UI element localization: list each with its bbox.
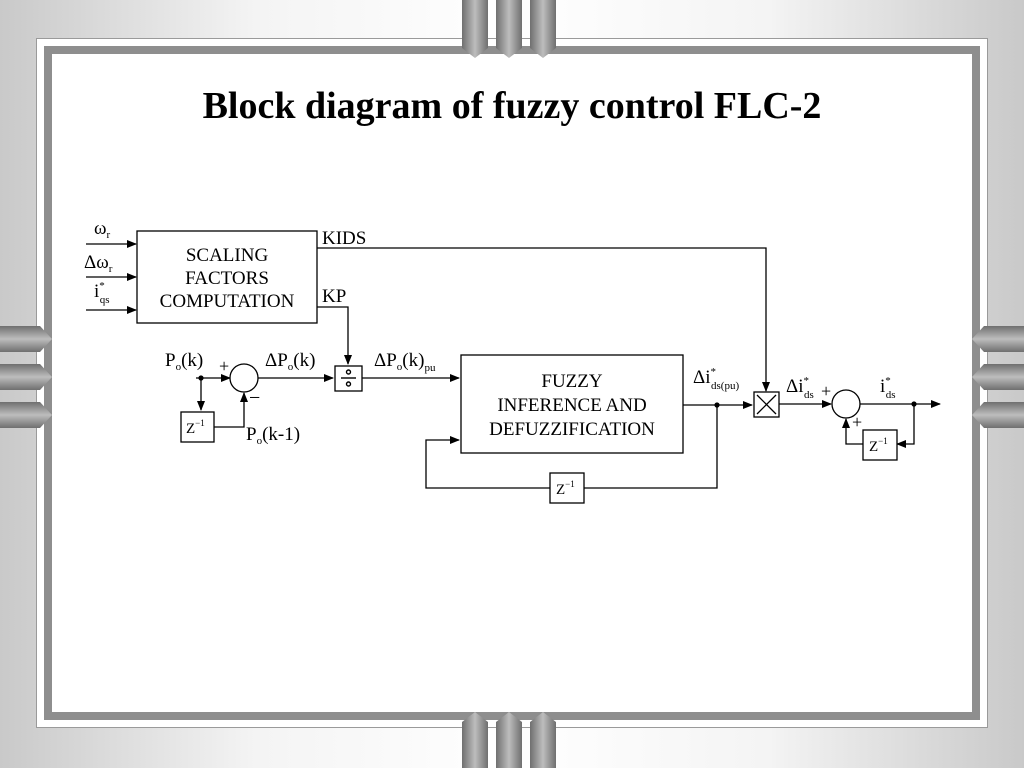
- omega-r-label: ωr: [94, 218, 111, 241]
- delta-po-k-label: ΔPo(k): [265, 350, 315, 373]
- multiplier-x-2: [756, 394, 777, 415]
- delta-ids-pu-label: Δi*ds(pu): [693, 366, 739, 392]
- scaling-line-3: COMPUTATION: [160, 291, 295, 312]
- scaling-line-1: SCALING: [186, 245, 269, 266]
- sum2-plus-sign-bottom: +: [852, 412, 862, 432]
- po-feedback-arrow: [214, 392, 248, 428]
- delay-label-po: Z−1: [186, 418, 205, 437]
- delta-po-k-pu-label: ΔPo(k)pu: [374, 350, 436, 374]
- po-k-minus-1-label: Po(k-1): [246, 424, 300, 447]
- kp-signal-line: [317, 306, 352, 365]
- kids-label: KIDS: [322, 228, 366, 249]
- slide-title: Block diagram of fuzzy control FLC-2: [202, 85, 822, 127]
- kp-label: KP: [322, 286, 346, 307]
- scaling-factors-block: [136, 230, 318, 324]
- junction-dot-po: [198, 375, 204, 381]
- ids-feedback-arrow: [842, 418, 863, 445]
- fuzzy-feedback-line: [584, 405, 718, 489]
- ids-output-label: i*ds: [880, 375, 896, 401]
- iqs-label: i*qs: [94, 280, 110, 306]
- junction-dot-ids: [911, 401, 917, 407]
- fuzzy-feedback-return: [425, 436, 550, 489]
- junction-dot-fuzzy: [714, 402, 720, 408]
- fuzzy-block: [460, 354, 684, 454]
- ids-branch-arrow: [896, 404, 915, 448]
- delay-block-fuzzy: [549, 472, 585, 504]
- delta-omega-r-label: Δωr: [84, 252, 113, 275]
- sum1-minus-sign: −: [249, 387, 260, 409]
- po-k-label: Po(k): [165, 350, 203, 373]
- delay-label-fuzzy: Z−1: [556, 479, 575, 498]
- fuzzy-line-2: INFERENCE AND: [497, 395, 646, 416]
- fuzzy-line-1: FUZZY: [541, 371, 603, 392]
- fuzzy-line-3: DEFUZZIFICATION: [489, 419, 655, 440]
- kids-signal-line: [317, 247, 770, 392]
- delay-block-po: [180, 411, 215, 443]
- scaling-line-2: FACTORS: [185, 268, 269, 289]
- sum1-plus-sign: +: [219, 356, 229, 376]
- divide-icon: [341, 369, 356, 387]
- delta-ids-label: Δi*ds: [786, 375, 814, 401]
- sum2-plus-sign-left: +: [821, 381, 831, 401]
- delay-block-output: [862, 429, 898, 461]
- delay-label-output: Z−1: [869, 436, 888, 455]
